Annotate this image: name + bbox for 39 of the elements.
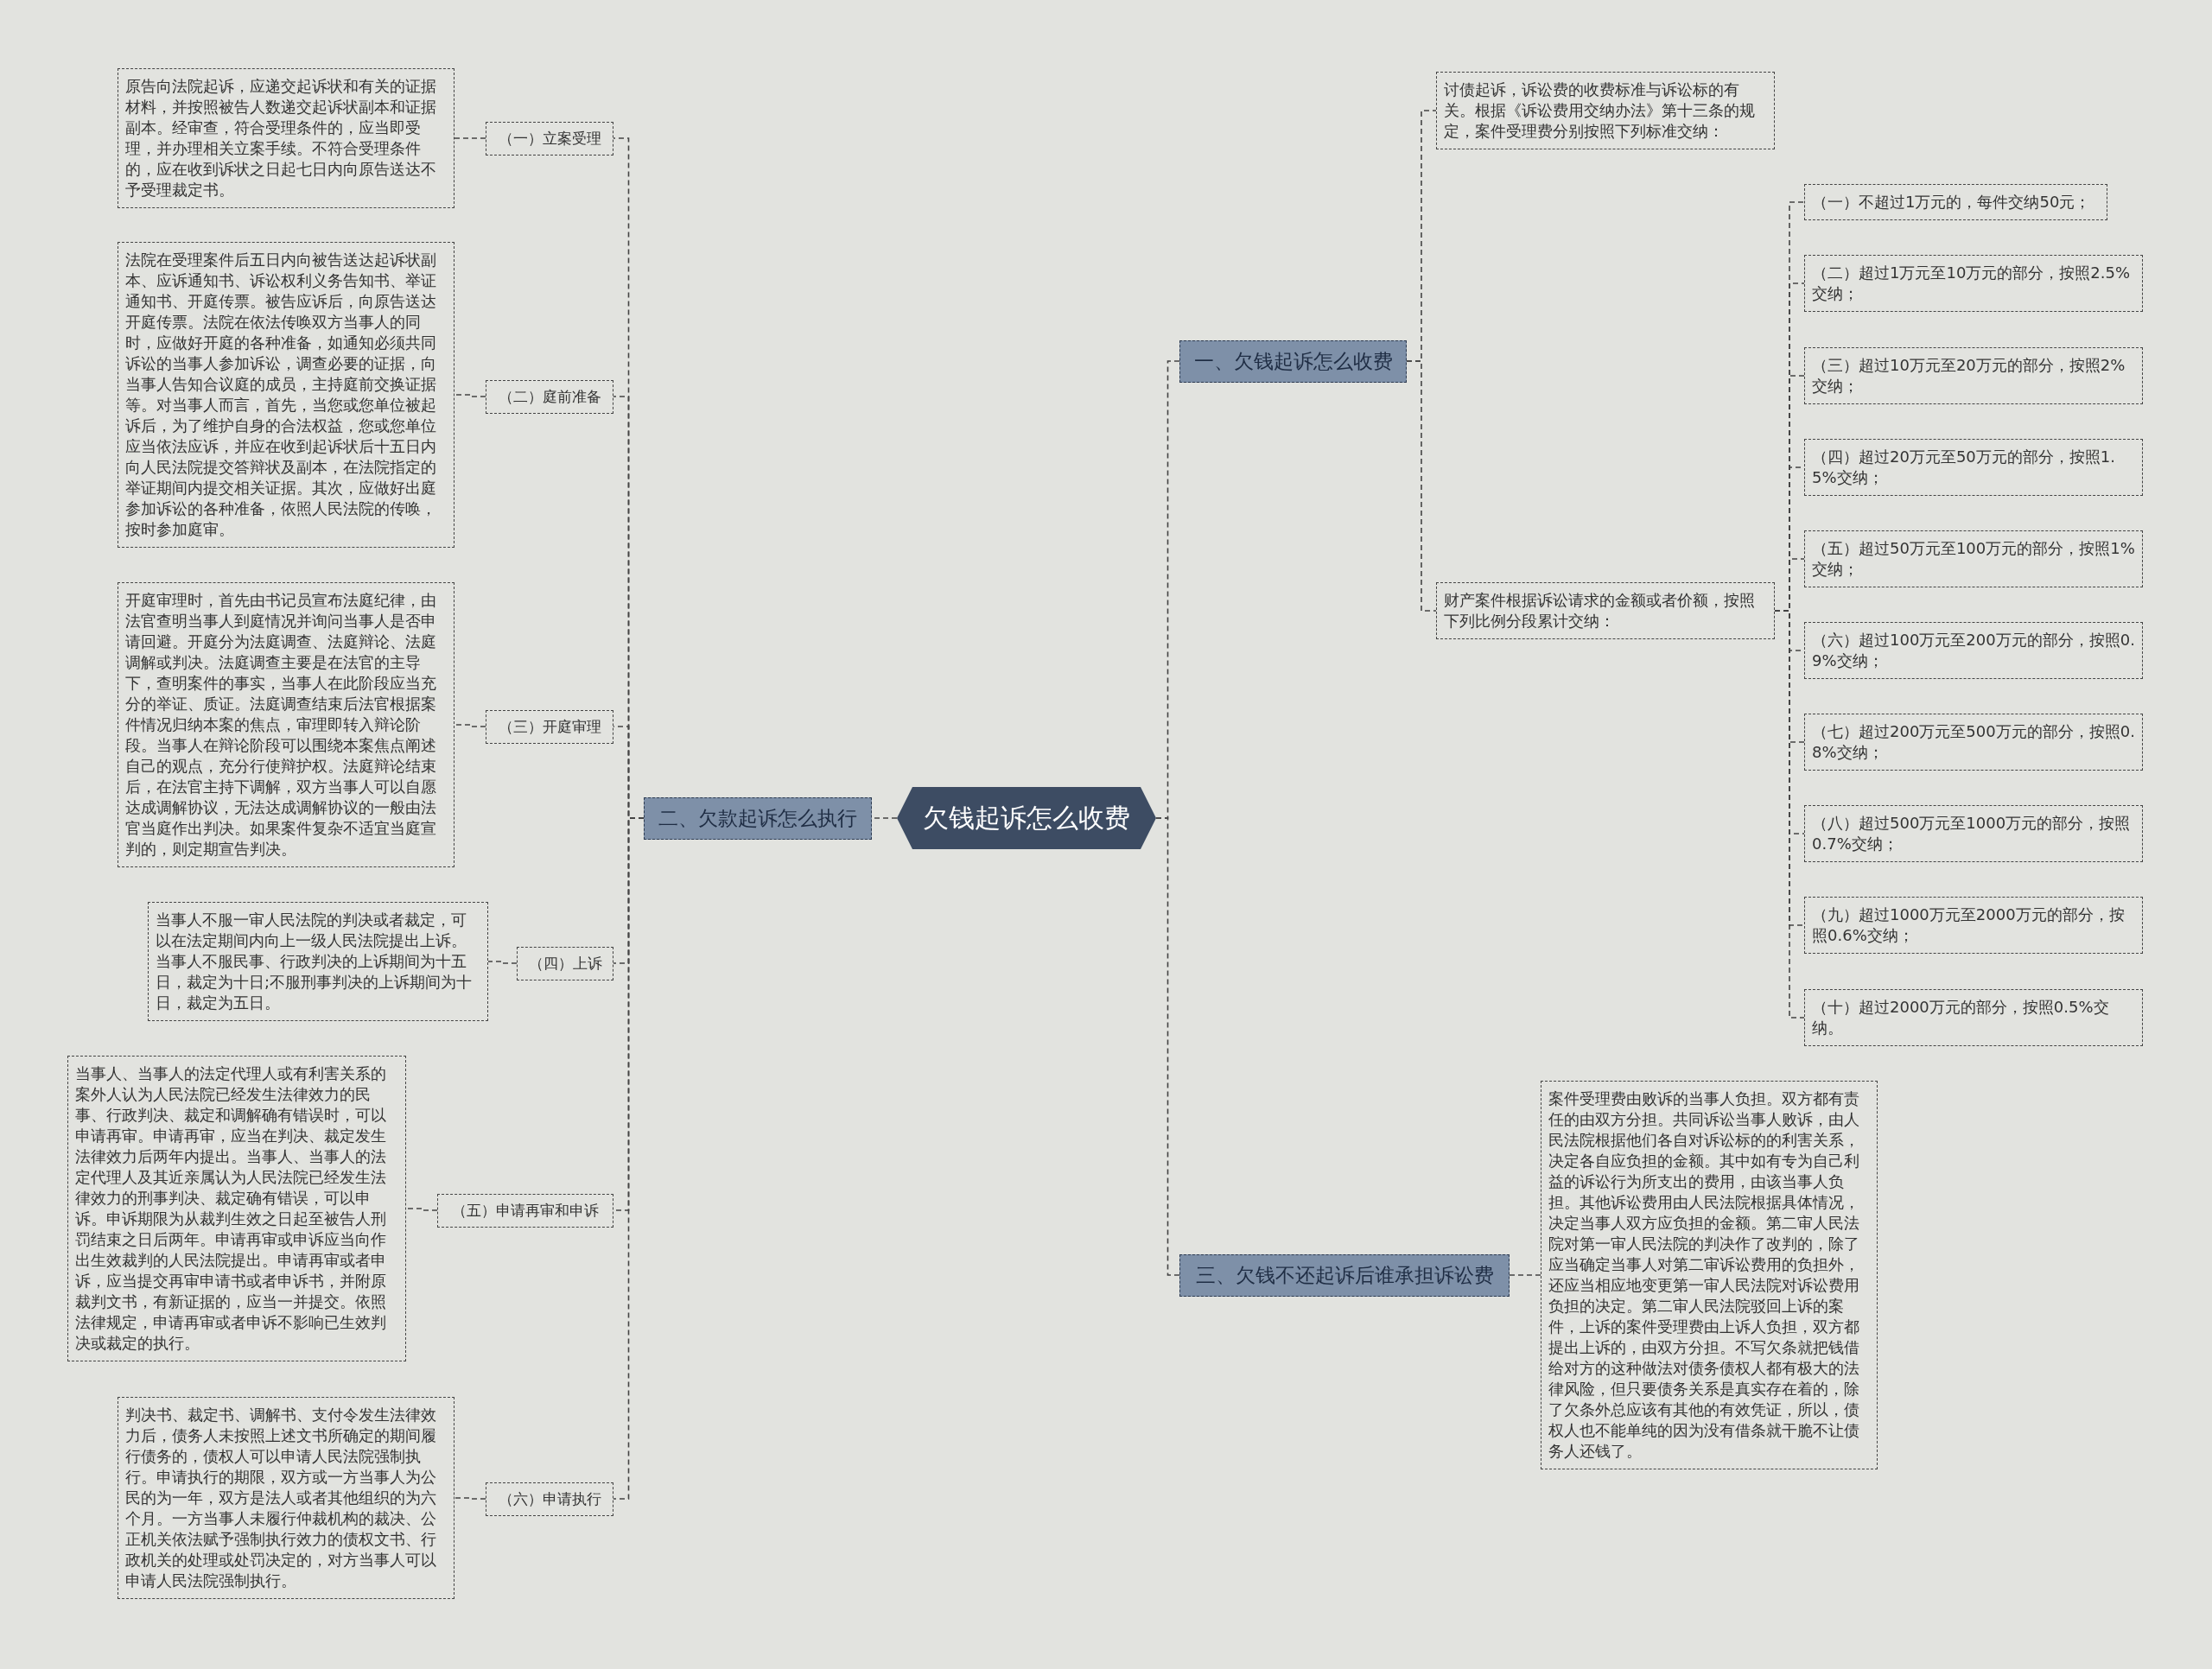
- note-box: 开庭审理时，首先由书记员宣布法庭纪律，由法官查明当事人到庭情况并询问当事人是否申请回避。开庭分为法庭调查、法庭辩论、法庭调解或判决。法庭调查主要是在法官的主导下，查明案件的事实，当事人在此阶段应当充分的举证、质证。法庭调查结束后法官根据案件情况归纳本案的焦点，审理即转入辩论阶段。当事人在辩论阶段可以围绕本案焦点阐述自己的观点，充分行使辩护权。法庭辩论结束后，在法官主持下调解，双方当事人可以自愿达成调解协议，无法达成调解协议的一般由法官当庭作出判决。如果案件复杂不适宜当庭宣判的，则定期宣告判决。: [118, 582, 454, 867]
- connector-line: [454, 1497, 486, 1500]
- connector-line: [1509, 1274, 1541, 1276]
- subtopic: （一）立案受理: [486, 121, 613, 155]
- connector-line: [454, 137, 486, 139]
- note-box: 当事人、当事人的法定代理人或有利害关系的案外人认为人民法院已经发生法律效力的民事、行政判决、裁定和调解确有错误时，可以申请再审。申请再审，应当在判决、裁定发生法律效力后两年内提出。当事人、当事人的法定代理人及其近亲属认为人民法院已经发生法律效力的刑事判决、裁定确有错误，可以申诉。申诉期限为从裁判生效之日起至被告人刑罚结束之日后两年。申请再审或申诉应当向作出生效裁判的人民法院提出。申请再审或者申诉，应当提交再审申请书或者申诉书，并附原裁判文书，有新证据的，应当一并提交。依照法律规定，申请再审或者申诉不影响已生效判决或裁定的执行。: [67, 1056, 406, 1361]
- note-box: （五）超过50万元至100万元的部分，按照1%交纳；: [1804, 530, 2143, 587]
- note-box: （六）超过100万元至200万元的部分，按照0.9%交纳；: [1804, 622, 2143, 679]
- subtopic: （五）申请再审和申诉: [437, 1193, 613, 1228]
- central-topic: 欠钱起诉怎么收费: [897, 787, 1156, 849]
- note-box: （三）超过10万元至20万元的部分，按照2%交纳；: [1804, 347, 2143, 404]
- connector-line: [1406, 360, 1437, 612]
- branch-topic: 一、欠钱起诉怎么收费: [1179, 340, 1407, 383]
- connector-line: [454, 394, 486, 397]
- note-box: 当事人不服一审人民法院的判决或者裁定，可以在法定期间内向上一级人民法院提出上诉。当事人不服民事、行政判决的上诉期间为十五日，裁定为十日;不服刑事判决的上诉期间为十日，裁定为五日。: [148, 902, 488, 1021]
- note-box: （一）不超过1万元的，每件交纳50元；: [1804, 184, 2107, 220]
- note-box: （十）超过2000万元的部分，按照0.5%交纳。: [1804, 989, 2143, 1046]
- subtopic: （三）开庭审理: [486, 709, 613, 744]
- connector-line: [1774, 610, 1805, 1019]
- note-box: （二）超过1万元至10万元的部分，按照2.5%交纳；: [1804, 255, 2143, 312]
- note-box: （四）超过20万元至50万元的部分，按照1.5%交纳；: [1804, 439, 2143, 496]
- connector-line: [405, 1208, 438, 1211]
- connector-line: [454, 724, 486, 727]
- note-box: 讨债起诉，诉讼费的收费标准与诉讼标的有关。根据《诉讼费用交纳办法》第十三条的规定，案件受理费分别按照下列标准交纳：: [1436, 72, 1775, 149]
- note-box: 案件受理费由败诉的当事人负担。双方都有责任的由双方分担。共同诉讼当事人败诉，由人民法院根据他们各自对诉讼标的的利害关系，决定各自应负担的金额。其中如有专为自己利益的诉讼行为所支出的费用，由该当事人负担。其他诉讼费用由人民法院根据具体情况，决定当事人双方应负担的金额。第二审人民法院对第一审人民法院的判决作了改判的，除了应当确定当事人对第二审诉讼费用的负担外，还应当相应地变更第一审人民法院对诉讼费用负担的决定。第二审人民法院驳回上诉的案件，上诉的案件受理费由上诉人负担，双方都提出上诉的，由双方分担。不写欠条就把钱借给对方的这种做法对债务债权人都有极大的法律风险，但只要债务关系是真实存在着的，除了欠条外总应该有其他的有效凭证，所以，债权人也不能单纯的因为没有借条就干脆不让债务人还钱了。: [1541, 1081, 1878, 1469]
- note-box: 财产案件根据诉讼请求的金额或者价额，按照下列比例分段累计交纳：: [1436, 582, 1775, 639]
- subtopic: （二）庭前准备: [486, 379, 613, 414]
- connector-line: [1155, 817, 1180, 1276]
- connector-line: [487, 961, 518, 964]
- note-box: （九）超过1000万元至2000万元的部分，按照0.6%交纳；: [1804, 897, 2143, 954]
- note-box: （八）超过500万元至1000万元的部分，按照0.7%交纳；: [1804, 805, 2143, 862]
- note-box: 判决书、裁定书、调解书、支付令发生法律效力后，债务人未按照上述文书所确定的期间履行债务的，债权人可以申请人民法院强制执行。申请执行的期限，双方或一方当事人为公民的为一年，双方是法人或者其他组织的为六个月。一方当事人未履行仲裁机构的裁决、公正机关依法赋予强制执行效力的债权文书、行政机关的处理或处罚决定的，对方当事人可以申请人民法院强制执行。: [118, 1397, 454, 1599]
- note-box: 法院在受理案件后五日内向被告送达起诉状副本、应诉通知书、诉讼权利义务告知书、举证通知书、开庭传票。被告应诉后，向原告送达开庭传票。法院在依法传唤双方当事人的同时，应做好开庭的各种准备，如通知必须共同诉讼的当事人参加诉讼，调查必要的证据，向当事人告知合议庭的成员，主持庭前交换证据等。对当事人而言，首先，当您或您单位被起诉后，为了维护自身的合法权益，您或您单位应当依法应诉，并应在收到起诉状后十五日内向人民法院提交答辩状及副本，在法院指定的举证期间内提交相关证据。其次，应做好出庭参加诉讼的各种准备，依照人民法院的传唤，按时参加庭审。: [118, 242, 454, 548]
- branch-topic: 三、欠钱不还起诉后谁承担诉讼费: [1179, 1253, 1510, 1297]
- note-box: （七）超过200万元至500万元的部分，按照0.8%交纳；: [1804, 714, 2143, 771]
- branch-topic: 二、欠款起诉怎么执行: [644, 796, 872, 840]
- subtopic: （四）上诉: [517, 946, 613, 980]
- subtopic: （六）申请执行: [486, 1482, 613, 1516]
- note-box: 原告向法院起诉，应递交起诉状和有关的证据材料，并按照被告人数递交起诉状副本和证据副本。经审查，符合受理条件的，应当即受理，并办理相关立案手续。不符合受理条件的，应在收到诉状之日起七日内向原告送达不予受理裁定书。: [118, 68, 454, 208]
